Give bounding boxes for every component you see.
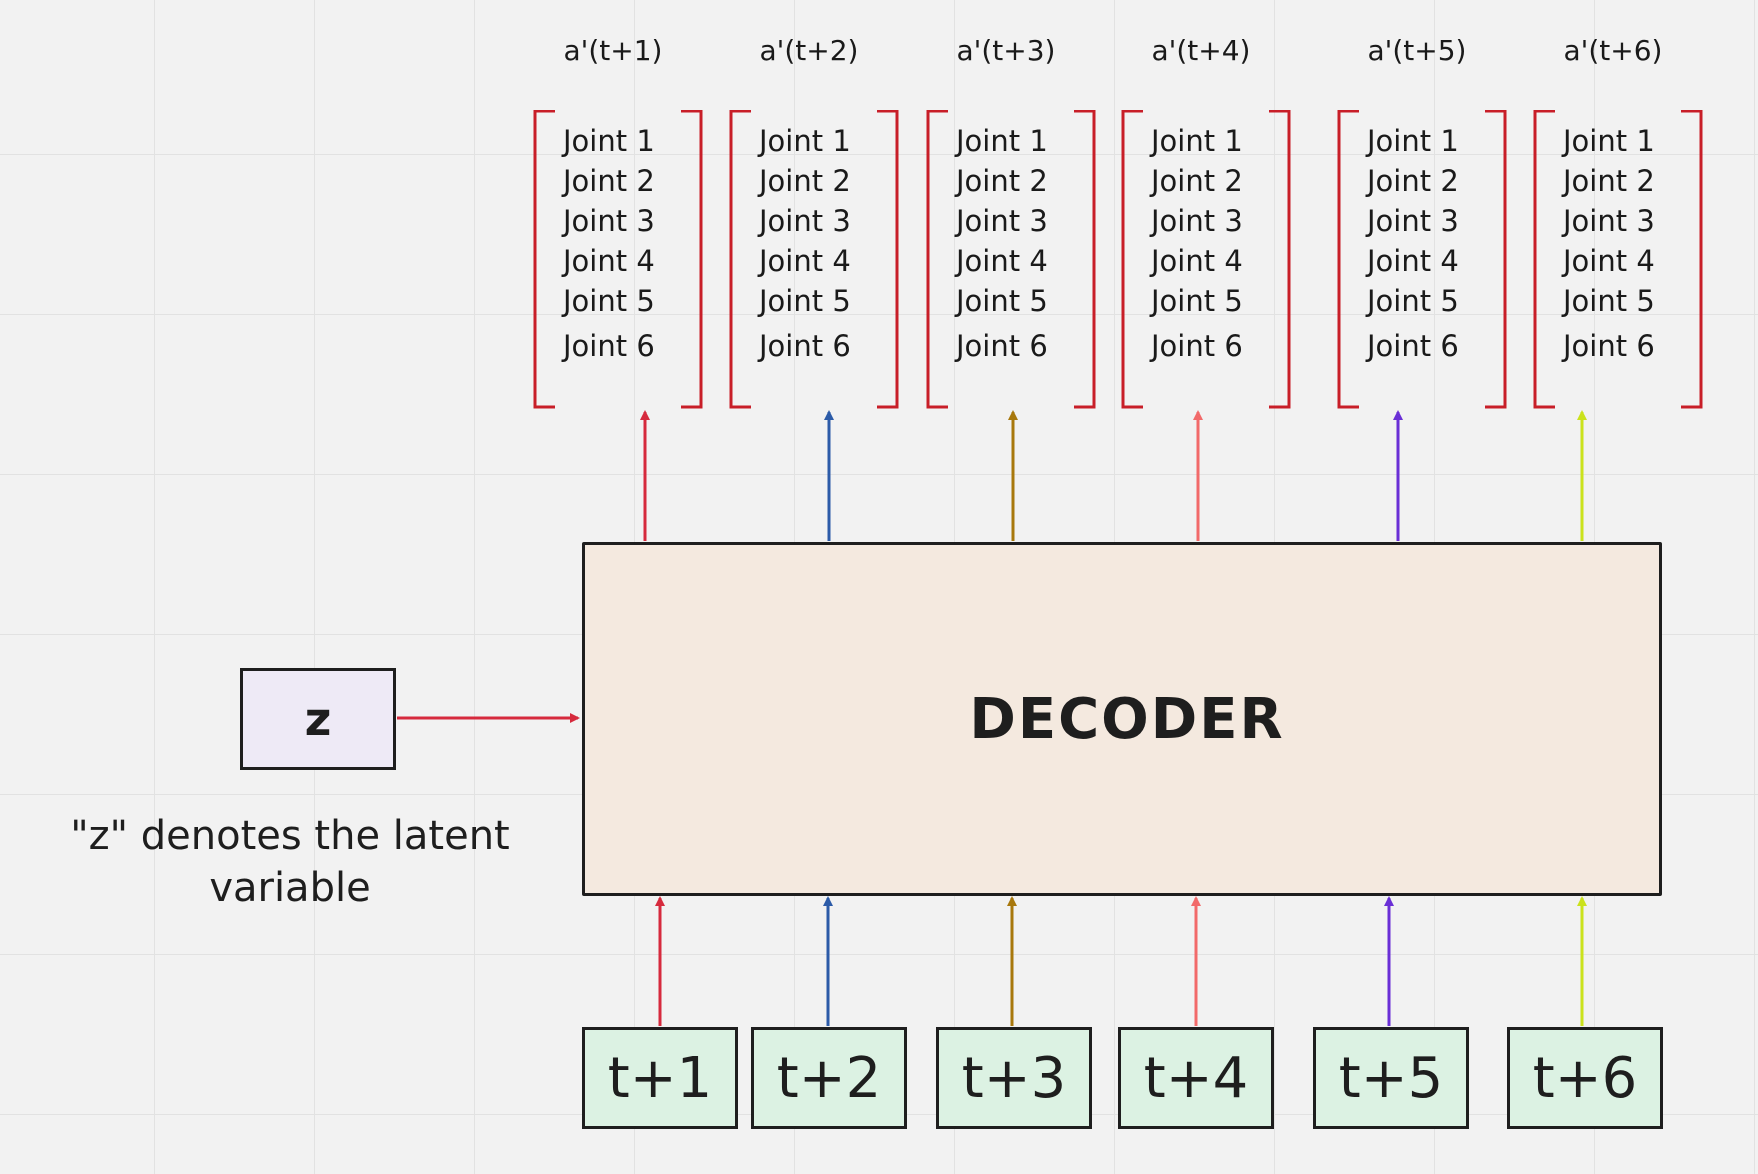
input-box-1: t+1 bbox=[582, 1027, 738, 1129]
input-label: t+1 bbox=[607, 1045, 713, 1111]
joint-label: Joint 3 bbox=[1151, 204, 1243, 238]
output-label-5: a'(t+5) bbox=[1367, 34, 1467, 67]
latent-note: "z" denotes the latent variable bbox=[70, 813, 510, 911]
output-label-3: a'(t+3) bbox=[956, 34, 1056, 67]
input-box-4: t+4 bbox=[1118, 1027, 1274, 1129]
input-label: t+3 bbox=[961, 1045, 1067, 1111]
joint-label: Joint 5 bbox=[759, 284, 851, 318]
joint-label: Joint 2 bbox=[563, 164, 655, 198]
decoder-block: DECODER bbox=[582, 542, 1662, 896]
joint-label: Joint 6 bbox=[1367, 329, 1459, 363]
joint-label: Joint 5 bbox=[1151, 284, 1243, 318]
joint-label: Joint 5 bbox=[1367, 284, 1459, 318]
joint-label: Joint 6 bbox=[1563, 329, 1655, 363]
joint-label: Joint 5 bbox=[956, 284, 1048, 318]
joint-label: Joint 4 bbox=[563, 244, 655, 278]
joint-label: Joint 4 bbox=[1367, 244, 1459, 278]
joint-label: Joint 3 bbox=[1563, 204, 1655, 238]
joint-label: Joint 6 bbox=[759, 329, 851, 363]
joint-label: Joint 4 bbox=[1563, 244, 1655, 278]
joint-label: Joint 3 bbox=[1367, 204, 1459, 238]
output-vector-4: Joint 1 Joint 2 Joint 3 Joint 4 Joint 5 Joint… bbox=[1121, 110, 1291, 410]
bracket-lines bbox=[533, 110, 703, 409]
joint-label: Joint 2 bbox=[1151, 164, 1243, 198]
joint-label: Joint 1 bbox=[1367, 124, 1459, 158]
output-vector-3: Joint 1 Joint 2 Joint 3 Joint 4 Joint 5 Joint… bbox=[926, 110, 1096, 410]
joint-label: Joint 1 bbox=[759, 124, 851, 158]
latent-z-box: z bbox=[240, 668, 396, 770]
joint-label: Joint 6 bbox=[956, 329, 1048, 363]
input-box-2: t+2 bbox=[751, 1027, 907, 1129]
output-vector-2: Joint 1 Joint 2 Joint 3 Joint 4 Joint 5 Joint… bbox=[729, 110, 899, 410]
joint-label: Joint 2 bbox=[1563, 164, 1655, 198]
input-box-5: t+5 bbox=[1313, 1027, 1469, 1129]
output-vector-5: Joint 1 Joint 2 Joint 3 Joint 4 Joint 5 Joint… bbox=[1337, 110, 1507, 410]
joint-label: Joint 2 bbox=[759, 164, 851, 198]
joint-label: Joint 3 bbox=[956, 204, 1048, 238]
joint-label: Joint 5 bbox=[563, 284, 655, 318]
joint-label: Joint 1 bbox=[956, 124, 1048, 158]
joint-label: Joint 2 bbox=[956, 164, 1048, 198]
joint-label: Joint 1 bbox=[1151, 124, 1243, 158]
output-label-4: a'(t+4) bbox=[1151, 34, 1251, 67]
output-vector-6: Joint 1 Joint 2 Joint 3 Joint 4 Joint 5 Joint… bbox=[1533, 110, 1703, 410]
input-label: t+2 bbox=[776, 1045, 882, 1111]
joint-label: Joint 3 bbox=[563, 204, 655, 238]
input-label: t+6 bbox=[1532, 1045, 1638, 1111]
bracket-lines bbox=[926, 110, 1096, 409]
bracket-lines bbox=[729, 110, 899, 409]
joint-label: Joint 4 bbox=[956, 244, 1048, 278]
joint-label: Joint 1 bbox=[563, 124, 655, 158]
input-box-3: t+3 bbox=[936, 1027, 1092, 1129]
bracket-lines bbox=[1121, 110, 1291, 409]
joint-label: Joint 4 bbox=[759, 244, 851, 278]
bracket-lines bbox=[1533, 110, 1703, 409]
output-label-1: a'(t+1) bbox=[563, 34, 663, 67]
input-box-6: t+6 bbox=[1507, 1027, 1663, 1129]
joint-label: Joint 3 bbox=[759, 204, 851, 238]
output-vector-1: Joint 1 Joint 2 Joint 3 Joint 4 Joint 5 Joint… bbox=[533, 110, 703, 410]
joint-label: Joint 5 bbox=[1563, 284, 1655, 318]
input-label: t+4 bbox=[1143, 1045, 1249, 1111]
joint-label: Joint 6 bbox=[1151, 329, 1243, 363]
joint-label: Joint 2 bbox=[1367, 164, 1459, 198]
decoder-label: DECODER bbox=[969, 686, 1285, 752]
latent-z-label: z bbox=[304, 692, 332, 746]
joint-label: Joint 1 bbox=[1563, 124, 1655, 158]
output-label-2: a'(t+2) bbox=[759, 34, 859, 67]
input-label: t+5 bbox=[1338, 1045, 1444, 1111]
joint-label: Joint 6 bbox=[563, 329, 655, 363]
output-label-6: a'(t+6) bbox=[1563, 34, 1663, 67]
bracket-lines bbox=[1337, 110, 1507, 409]
joint-label: Joint 4 bbox=[1151, 244, 1243, 278]
